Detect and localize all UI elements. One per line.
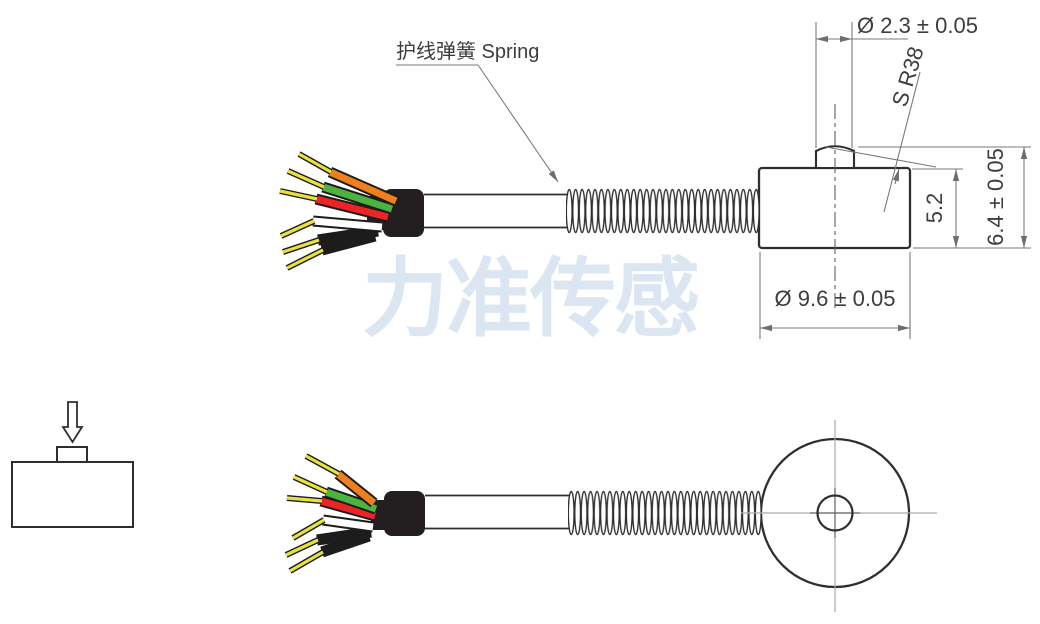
wire-green-top (286, 168, 394, 215)
load-direction-arrow (61, 401, 84, 444)
load-body-schematic (11, 461, 134, 528)
strain-relief-boot-bottom (371, 491, 425, 536)
load-direction-schematic (11, 401, 134, 528)
wire-orange-bottom (304, 453, 378, 508)
spring-guard-top (566, 188, 759, 234)
watermark-text: 力准传感 (362, 251, 700, 347)
wire-red-top (279, 188, 390, 223)
wire-orange-top (297, 151, 399, 207)
wire-white-bottom (291, 514, 374, 541)
dim-text-spherical-radius: S R38 (887, 44, 929, 110)
wire-black-top (282, 225, 379, 255)
load-button-schematic (56, 446, 88, 463)
cable-assembly-bottom (284, 453, 761, 574)
wire-green-bottom (292, 474, 378, 515)
dim-text-total-height: 6.4 ± 0.05 (983, 148, 1008, 246)
dim-text-button-diameter: Ø 2.3 ± 0.05 (857, 13, 978, 38)
dim-text-body-diameter: Ø 9.6 ± 0.05 (775, 286, 896, 311)
wire-red-bottom (286, 495, 377, 522)
center-hole-circle (816, 494, 854, 532)
leader-sr38 (883, 71, 921, 213)
load-button-side (814, 145, 856, 170)
cable-bottom (425, 494, 569, 530)
wire-white-top (279, 215, 383, 239)
spring-guard-bottom (568, 490, 761, 536)
dimension-lines (396, 22, 1031, 339)
spring-label: 护线弹簧 Spring (396, 40, 539, 63)
wire-black-bottom (284, 526, 372, 558)
leader-sr38-arrow (892, 168, 900, 185)
cable-top (424, 193, 567, 229)
cable-assembly-top (279, 151, 567, 271)
dome-tangent-line (825, 146, 937, 168)
dim-text-boss-height: 5.2 (922, 193, 947, 224)
leader-spring-label (396, 64, 559, 183)
